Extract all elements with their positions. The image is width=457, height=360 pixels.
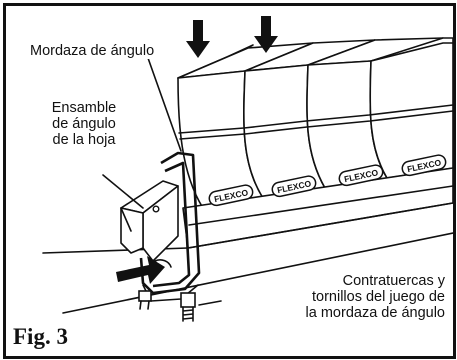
scraper-illustration: .ln { fill:none; stroke:#111; stroke-wid… xyxy=(42,16,453,322)
blade-tops xyxy=(177,37,453,79)
label-blade-angle-assembly: Ensamble de ángulo de la hoja xyxy=(32,100,136,148)
label-line: de ángulo xyxy=(52,116,116,132)
label-line: Contratuercas y xyxy=(342,273,445,289)
right-arrow-icon xyxy=(116,256,165,284)
label-line: tornillos del juego de xyxy=(311,289,445,305)
leader-lines xyxy=(102,57,222,306)
label-line: de la hoja xyxy=(52,132,116,148)
label-angle-clamp: Mordaza de ángulo xyxy=(30,43,155,59)
label-line: la mordaza de ángulo xyxy=(305,305,445,321)
down-arrow-icon xyxy=(254,16,278,53)
down-arrow-icon xyxy=(186,20,210,58)
blade-angle-assembly xyxy=(120,180,179,268)
clamp-bolts xyxy=(138,290,196,322)
label-nuts-bolts: Contratuercas y tornillos del juego de l… xyxy=(264,273,445,321)
flexco-badges: FLEXCO FLEXCO FLEXCO FLEXCO xyxy=(208,154,447,207)
label-line: Ensamble xyxy=(51,100,117,116)
down-arrows xyxy=(186,16,278,58)
figure-frame: .ln { fill:none; stroke:#111; stroke-wid… xyxy=(3,3,456,359)
figure-caption: Fig. 3 xyxy=(13,324,68,349)
